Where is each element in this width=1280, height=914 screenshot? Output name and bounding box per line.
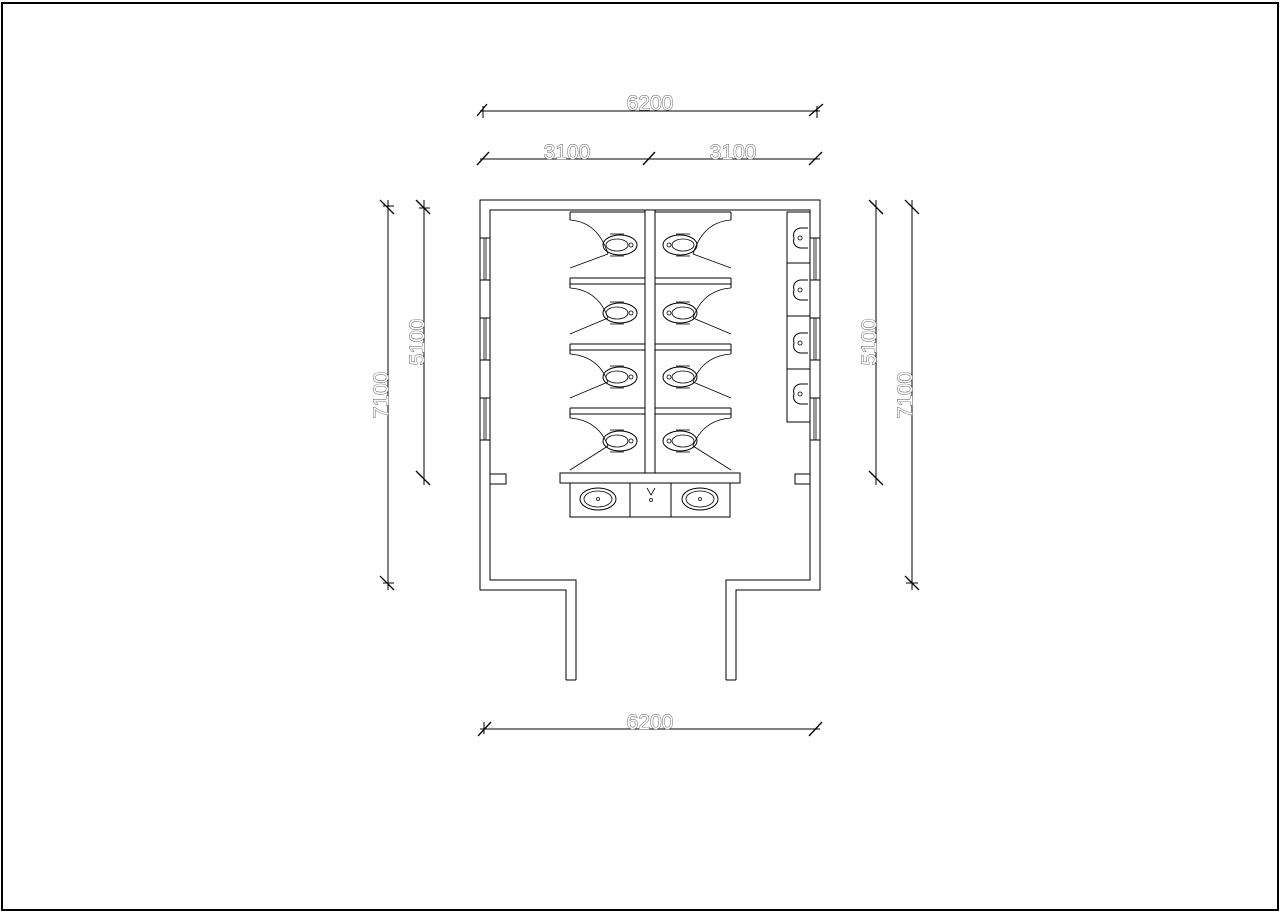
dimension-text-right-inner: 5100 (858, 319, 881, 366)
dimension-bottom-total: 6200 (477, 711, 823, 737)
urinal-4 (793, 383, 808, 405)
dimension-text-top-left: 3100 (544, 141, 591, 164)
dimension-top-total: 6200 (476, 92, 824, 118)
sink-right (681, 487, 719, 511)
window-right-3 (809, 397, 821, 441)
dimension-left-inner: 5100 (406, 199, 431, 486)
urinal-group (786, 211, 811, 423)
dimension-text-bottom-total: 6200 (627, 711, 674, 734)
stall-right-4 (655, 407, 732, 471)
squat-toilet-right-3 (662, 365, 698, 389)
sink-left (579, 487, 617, 511)
window-right-2 (809, 317, 821, 361)
window-left-2 (479, 317, 491, 361)
squat-toilet-left-2 (602, 301, 638, 325)
dimension-text-top-total: 6200 (627, 92, 674, 115)
squat-toilet-right-4 (662, 429, 698, 453)
stall-left-1 (569, 211, 645, 269)
urinal-1 (793, 227, 808, 249)
squat-toilet-right-1 (662, 233, 698, 257)
squat-toilet-right-2 (662, 301, 698, 325)
dimension-top-split: 3100 3100 (476, 141, 823, 166)
stall-right-1 (655, 211, 732, 269)
window-left-1 (479, 237, 491, 281)
dimension-text-left-inner: 5100 (406, 319, 429, 366)
wash-basin-counter (559, 472, 741, 518)
stall-left-3 (569, 343, 645, 399)
squat-toilet-left-3 (602, 365, 638, 389)
stall-right-2 (655, 277, 732, 335)
urinal-2 (793, 279, 808, 301)
urinal-3 (793, 332, 808, 354)
dimension-text-right-outer: 7100 (894, 372, 917, 419)
stall-column-left (569, 210, 646, 473)
dimension-right-inner: 5100 (858, 199, 884, 486)
stall-right-3 (655, 343, 732, 399)
dimension-text-top-right: 3100 (710, 141, 757, 164)
squat-toilet-left-4 (602, 429, 638, 453)
dimension-right-outer: 7100 (894, 199, 920, 591)
window-right-group (809, 237, 821, 441)
stall-column-right (654, 210, 732, 473)
window-right-1 (809, 237, 821, 281)
building-walls (479, 199, 821, 681)
squat-toilet-left-1 (602, 233, 638, 257)
dimension-left-outer: 7100 (370, 199, 395, 591)
window-left-group (479, 237, 491, 441)
floor-drain (646, 487, 656, 502)
stall-left-4 (569, 407, 645, 471)
dimension-text-left-outer: 7100 (370, 372, 393, 419)
window-left-3 (479, 397, 491, 441)
